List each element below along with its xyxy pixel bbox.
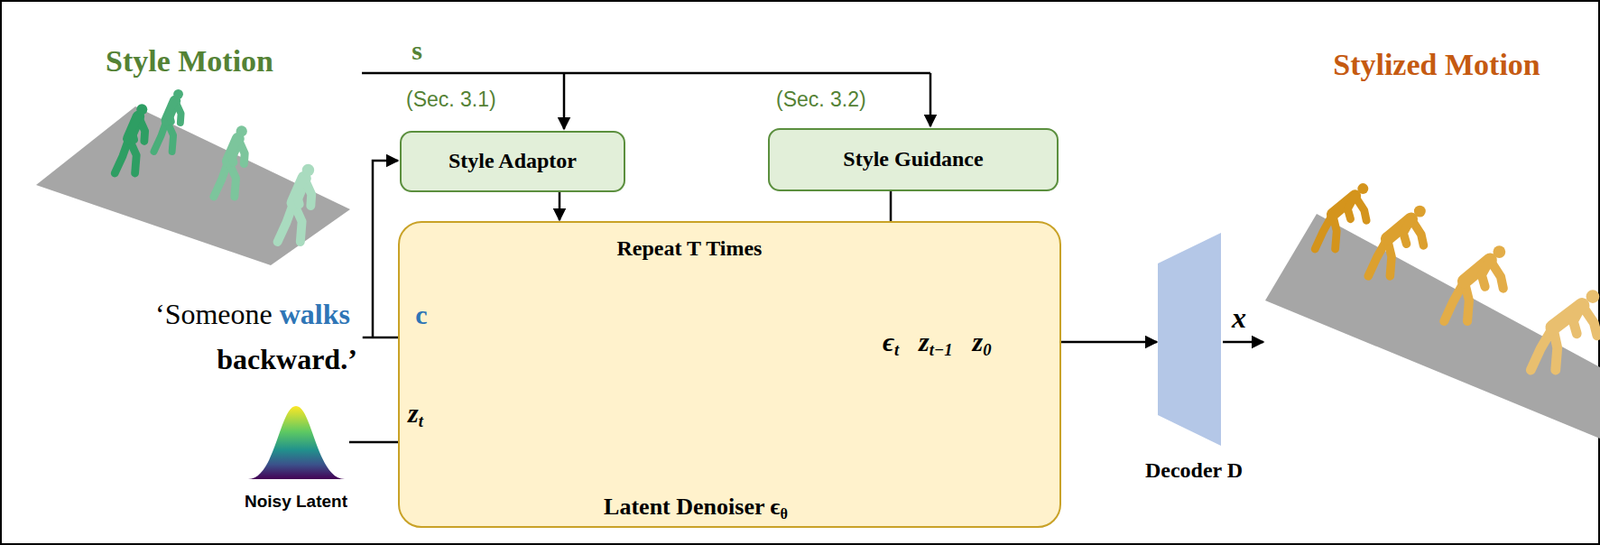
style-symbol: s — [411, 35, 423, 67]
head — [1586, 289, 1600, 304]
decoder-shape — [1157, 232, 1221, 446]
human-figure — [277, 164, 315, 242]
head — [1492, 245, 1506, 259]
arm — [1347, 195, 1355, 220]
human-figure — [114, 103, 148, 174]
head — [136, 103, 148, 115]
edge-connector — [1061, 341, 1157, 344]
node-subtitle: Latent Denoiser ϵθ — [603, 493, 788, 521]
prompt-text: ‘Someone — [155, 297, 273, 332]
prompt-text: backward.’ — [216, 342, 358, 377]
human-figure — [1530, 289, 1600, 370]
style-line — [563, 73, 566, 130]
gaussian-icon — [248, 406, 345, 480]
decoder-trapezoid — [1157, 232, 1221, 446]
section-ref: (Sec. 3.2) — [776, 87, 867, 111]
panel-title: Style Motion — [105, 43, 274, 79]
panel-title: Stylized Motion — [1332, 46, 1540, 83]
prompt-keyword: walks — [279, 297, 351, 332]
node-title: Repeat T Times — [617, 236, 763, 262]
human-figure — [153, 89, 183, 152]
human-figure — [213, 125, 248, 197]
arm — [295, 177, 305, 204]
style-line — [361, 72, 931, 75]
icon-caption: Noisy Latent — [244, 491, 348, 512]
style-adaptor-box: Style Adaptor — [399, 130, 626, 193]
arm — [1481, 259, 1490, 287]
section-ref: (Sec. 3.1) — [406, 87, 497, 111]
head — [236, 125, 248, 137]
style-guidance-box: Style Guidance — [767, 128, 1059, 192]
node-title: Decoder D — [1145, 458, 1243, 484]
human-figure — [1443, 245, 1506, 322]
decoder-block: Decoder D — [1135, 232, 1244, 491]
arm — [1572, 305, 1582, 333]
arm — [130, 116, 139, 140]
style-floor — [36, 106, 351, 266]
head — [302, 164, 315, 177]
edge-connector — [558, 192, 562, 221]
human-figure — [1314, 183, 1369, 250]
style-line — [929, 73, 933, 127]
stylized-floor — [1265, 213, 1600, 439]
latent-denoiser-box: Repeat T TimesLatent Denoiser ϵθ — [397, 221, 1062, 528]
node-title: Style Guidance — [842, 147, 983, 173]
latent-symbol: zt−1 — [918, 326, 953, 359]
head — [173, 89, 184, 100]
noise-symbol: ϵt — [882, 326, 899, 359]
node-title: Style Adaptor — [448, 148, 577, 175]
head — [1414, 205, 1426, 218]
condition-symbol: c — [415, 299, 427, 332]
latent-symbol: z0 — [972, 326, 992, 359]
latent-symbol: zt — [407, 397, 424, 430]
output-arrow — [1222, 341, 1264, 344]
text-line — [372, 160, 398, 338]
head — [1357, 183, 1369, 195]
arm — [231, 138, 239, 163]
arm — [168, 101, 176, 122]
output-symbol: x — [1231, 301, 1247, 335]
arm — [1403, 219, 1412, 245]
human-figure — [1368, 205, 1426, 277]
